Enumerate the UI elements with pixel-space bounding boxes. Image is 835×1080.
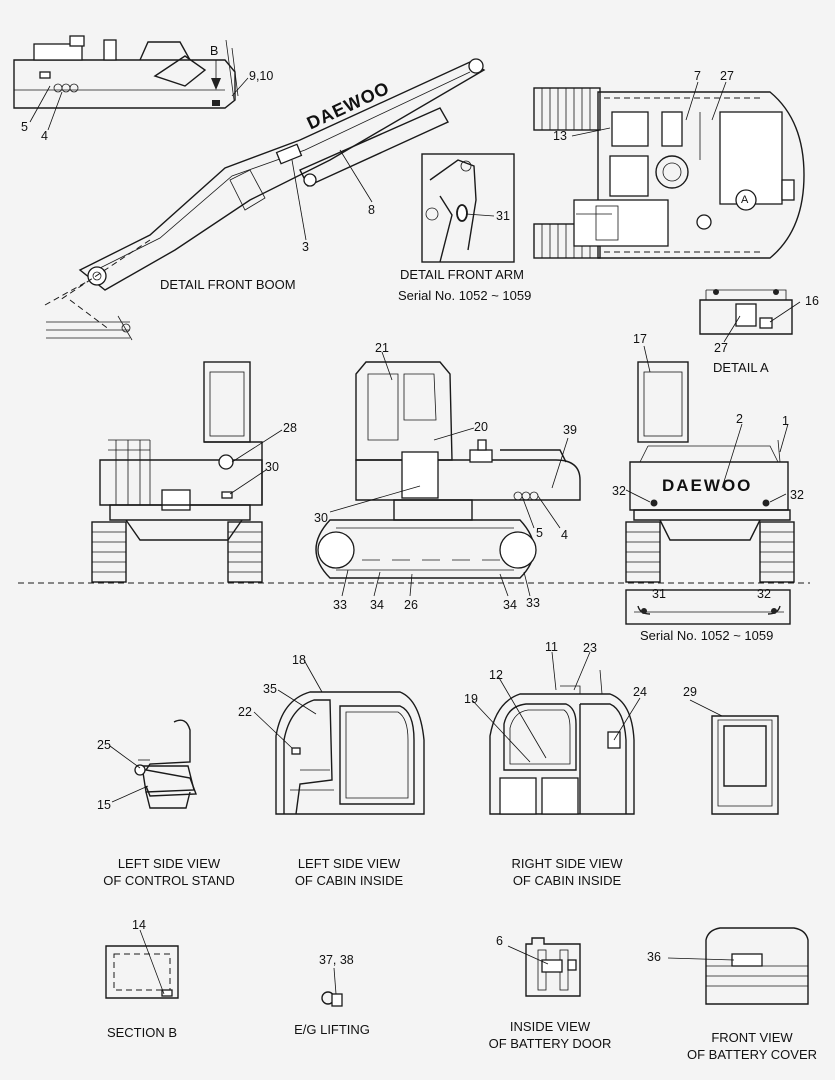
- callout-number: 37, 38: [319, 953, 354, 967]
- callout-number: 22: [238, 705, 252, 719]
- callout-number: 27: [714, 341, 728, 355]
- front-view-drawing: [625, 361, 795, 583]
- callout-number: 12: [489, 668, 503, 682]
- boom-detail-drawing: [13, 35, 486, 341]
- caption-line: LEFT SIDE VIEW: [117, 856, 221, 871]
- caption-line: E/G LIFTING: [294, 1022, 370, 1037]
- callout-number: 30: [314, 511, 328, 525]
- callout-number: 8: [368, 203, 375, 217]
- callout-number: 9,10: [249, 69, 274, 83]
- callout-number: 17: [633, 332, 647, 346]
- caption-line: OF CABIN INSIDE: [512, 873, 622, 888]
- side-view-drawing: [315, 361, 581, 579]
- callout-number: 1: [782, 414, 789, 428]
- callout-number: 2: [736, 412, 743, 426]
- callout-number: 32: [612, 484, 626, 498]
- callout-number: 5: [536, 526, 543, 540]
- callout-number: 32: [757, 587, 771, 601]
- callout-number: 20: [474, 420, 488, 434]
- rear-view-drawing: [91, 361, 263, 583]
- callout-number: 19: [464, 692, 478, 706]
- callout-number: 34: [503, 598, 517, 612]
- caption-serial-rear: Serial No. 1052 ~ 1059: [640, 628, 774, 643]
- caption-line: OF BATTERY DOOR: [488, 1036, 612, 1051]
- serial-detail-box: [625, 589, 791, 625]
- callout-leader-lines: [29, 77, 801, 995]
- callout-number: 26: [404, 598, 418, 612]
- caption-detail-a: DETAIL A: [713, 360, 769, 375]
- callout-number: 21: [375, 341, 389, 355]
- battery-door-drawing: [525, 937, 581, 997]
- callout-number: 24: [633, 685, 647, 699]
- callout-number: 30: [265, 460, 279, 474]
- counterweight-brand-decal: DAEWOO: [662, 476, 753, 495]
- caption-line: LEFT SIDE VIEW: [297, 856, 401, 871]
- callout-number: 31: [652, 587, 666, 601]
- callout-number: 39: [563, 423, 577, 437]
- caption-detail-front-arm: DETAIL FRONT ARM: [400, 267, 524, 282]
- caption-line: SECTION B: [106, 1025, 178, 1040]
- callout-number: 35: [263, 682, 277, 696]
- caption-line: OF BATTERY COVER: [686, 1047, 818, 1062]
- callout-number: 6: [496, 934, 503, 948]
- view-letter-a: A: [741, 194, 749, 206]
- callout-number: 5: [21, 120, 28, 134]
- caption-battery-cover: FRONT VIEW OF BATTERY COVER: [672, 1029, 832, 1063]
- callout-number: 27: [720, 69, 734, 83]
- detail-a-drawing: [699, 289, 793, 335]
- eg-lifting-drawing: [321, 991, 343, 1007]
- caption-line: OF CONTROL STAND: [103, 873, 235, 888]
- callout-number: 18: [292, 653, 306, 667]
- callout-number: 33: [526, 596, 540, 610]
- caption-line: OF CABIN INSIDE: [294, 873, 404, 888]
- callout-number: 23: [583, 641, 597, 655]
- caption-battery-door: INSIDE VIEW OF BATTERY DOOR: [470, 1018, 630, 1052]
- caption-cabin-right: RIGHT SIDE VIEW OF CABIN INSIDE: [482, 855, 652, 889]
- callout-number: 29: [683, 685, 697, 699]
- callout-number: 34: [370, 598, 384, 612]
- caption-section-b: SECTION B: [72, 1024, 212, 1041]
- battery-cover-drawing: [705, 927, 809, 1005]
- caption-cabin-left: LEFT SIDE VIEW OF CABIN INSIDE: [264, 855, 434, 889]
- section-b-drawing: [105, 945, 179, 999]
- caption-serial-arm: Serial No. 1052 ~ 1059: [398, 288, 532, 303]
- callout-number: 4: [561, 528, 568, 542]
- caption-line: RIGHT SIDE VIEW: [511, 856, 623, 871]
- caption-line: INSIDE VIEW: [509, 1019, 591, 1034]
- callout-number: 14: [132, 918, 146, 932]
- callout-number: 16: [805, 294, 819, 308]
- caption-line: FRONT VIEW: [711, 1030, 793, 1045]
- top-view-drawing: [533, 87, 805, 259]
- callout-number: 28: [283, 421, 297, 435]
- callout-number: 13: [553, 129, 567, 143]
- caption-control-stand: LEFT SIDE VIEW OF CONTROL STAND: [84, 855, 254, 889]
- cabin-front-drawing: [711, 715, 779, 815]
- callout-number: 7: [694, 69, 701, 83]
- callout-number: 36: [647, 950, 661, 964]
- arm-detail-drawing: [421, 153, 515, 263]
- callout-number: 32: [790, 488, 804, 502]
- cabin-left-drawing: [275, 691, 425, 815]
- callout-number: 4: [41, 129, 48, 143]
- callout-number: 33: [333, 598, 347, 612]
- view-letter-b: B: [210, 44, 219, 58]
- callout-number: 3: [302, 240, 309, 254]
- callout-number: 31: [496, 209, 510, 223]
- caption-eg-lifting: E/G LIFTING: [262, 1021, 402, 1038]
- cabin-right-drawing: [489, 669, 635, 815]
- callout-number: 25: [97, 738, 111, 752]
- caption-detail-front-boom: DETAIL FRONT BOOM: [160, 277, 296, 292]
- callout-number: 11: [545, 640, 558, 654]
- callout-number: 15: [97, 798, 111, 812]
- control-stand-drawing: [134, 719, 197, 809]
